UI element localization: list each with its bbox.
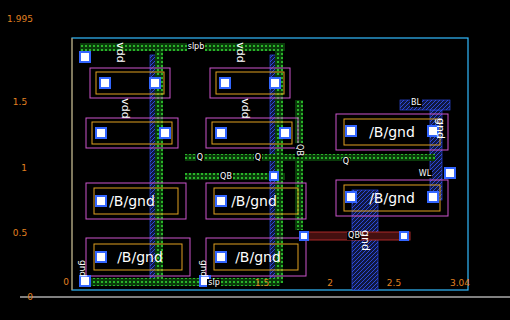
net-label: QB xyxy=(347,232,361,240)
net-label: vdd xyxy=(119,98,130,118)
net-label: QB xyxy=(219,173,233,181)
net-label: WL xyxy=(418,170,432,178)
axis-tick: 0.5 xyxy=(13,229,27,238)
net-label: gnd xyxy=(435,118,446,139)
net-label: vdd xyxy=(234,42,245,62)
net-label: /B/gnd xyxy=(109,194,155,208)
net-label: vdd xyxy=(239,98,250,118)
net-label: slpb xyxy=(187,43,206,51)
axis-tick: 3.04 xyxy=(450,279,470,288)
net-label: BL xyxy=(410,99,422,107)
axis-tick: 1.5 xyxy=(255,279,269,288)
net-label: /B/gnd xyxy=(369,191,415,205)
net-label: Q xyxy=(196,154,204,162)
net-label: slp xyxy=(207,279,220,287)
net-label: /B/gnd xyxy=(369,125,415,139)
net-label: gnd xyxy=(78,259,87,276)
net-label: gnd xyxy=(199,259,208,276)
net-label: gnd xyxy=(360,230,371,251)
axis-tick: 1 xyxy=(21,164,27,173)
net-label: QB xyxy=(295,143,303,157)
net-label: Q xyxy=(342,158,350,166)
axis-tick: 1.5 xyxy=(13,98,27,107)
net-label: vdd xyxy=(114,42,125,62)
net-label: /B/gnd xyxy=(231,194,277,208)
axis-tick: 1.995 xyxy=(7,15,33,24)
axis-tick: 2 xyxy=(327,279,333,288)
axis-tick: 0 xyxy=(63,278,69,287)
axis-tick: 0 xyxy=(27,293,33,302)
axis-tick: 2.5 xyxy=(387,279,401,288)
net-label: Q xyxy=(254,154,262,162)
net-label: /B/gnd xyxy=(117,250,163,264)
net-label: /B/gnd xyxy=(235,250,281,264)
